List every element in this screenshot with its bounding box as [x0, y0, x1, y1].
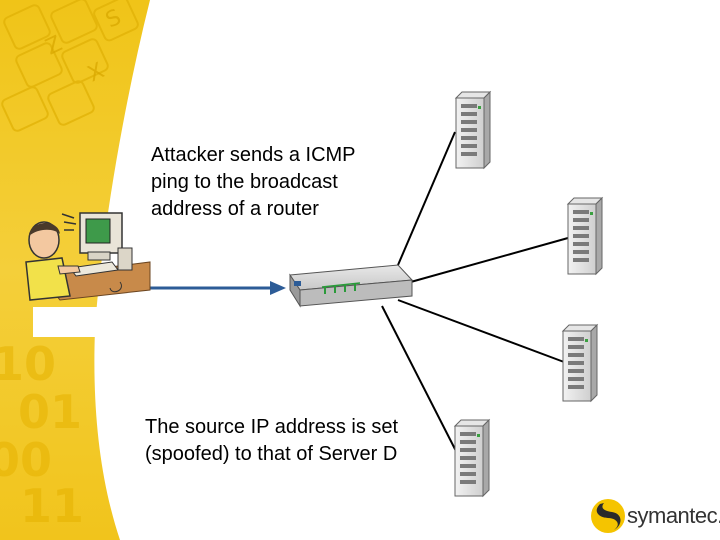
symantec-logo-icon — [591, 499, 625, 533]
server-icon — [566, 196, 604, 276]
svg-text:10: 10 — [0, 337, 56, 391]
server-icon — [454, 90, 492, 170]
network-links — [381, 131, 569, 456]
router-icon — [289, 264, 414, 308]
svg-text:01: 01 — [18, 385, 82, 439]
ping-caption: Attacker sends a ICMP ping to the broadc… — [151, 144, 356, 220]
spoof-caption: The source IP address is set (spoofed) t… — [145, 416, 399, 465]
svg-text:00: 00 — [0, 433, 52, 487]
server-icon — [561, 323, 599, 403]
symantec-logo-text: symantec. — [627, 503, 720, 528]
svg-text:11: 11 — [20, 479, 84, 533]
ping-arrow — [140, 281, 286, 295]
attacker-computer-icon — [25, 212, 151, 301]
server-icon — [453, 418, 491, 498]
